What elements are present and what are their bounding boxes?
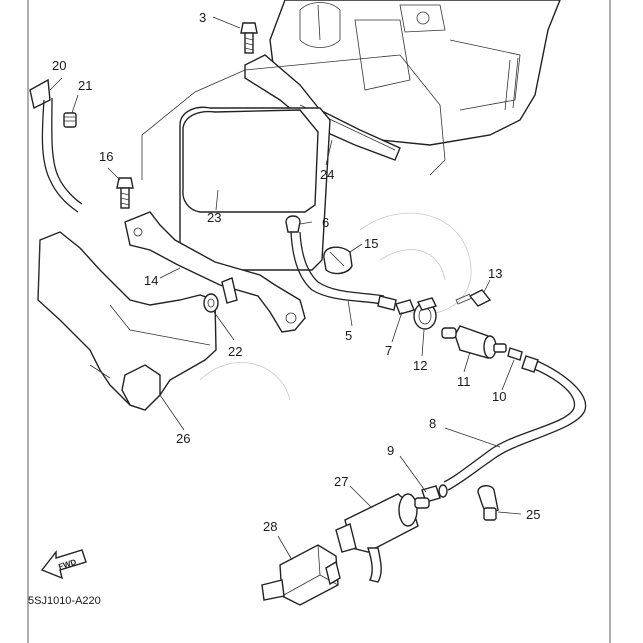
- fitting-21-part: [63, 112, 77, 128]
- callout-24: 24: [320, 167, 334, 182]
- tank-pad-part: [178, 106, 331, 271]
- cover-26-part: [37, 231, 217, 411]
- drawing-code: 5SJ1010-A220: [28, 595, 101, 607]
- callout-7: 7: [385, 343, 392, 358]
- clip-10-part: [507, 347, 523, 361]
- breather-hose-20-part: [29, 78, 83, 213]
- callout-6: 6: [322, 215, 329, 230]
- callout-15: 15: [364, 236, 378, 251]
- callout-13: 13: [488, 266, 502, 281]
- callout-25: 25: [526, 507, 540, 522]
- fwd-arrow-icon: FWD: [40, 549, 87, 580]
- callout-20: 20: [52, 58, 66, 73]
- bolt-3-part: [240, 22, 258, 54]
- callout-26: 26: [176, 431, 190, 446]
- callout-14: 14: [144, 273, 158, 288]
- clip-6-part: [285, 215, 301, 233]
- band-12-part: [413, 297, 438, 330]
- clamp-7-part: [395, 299, 415, 315]
- fuel-hose-8-part: [443, 355, 587, 491]
- callout-27: 27: [334, 474, 348, 489]
- unit-28-part: [261, 544, 341, 606]
- callout-12: 12: [413, 358, 427, 373]
- bolt-16-part: [116, 177, 134, 209]
- fuel-hose-5-part: [290, 231, 397, 311]
- callout-8: 8: [429, 416, 436, 431]
- callout-16: 16: [99, 149, 113, 164]
- clip-9-part: [421, 484, 448, 503]
- fuel-tank-part: [269, 0, 561, 146]
- callout-5: 5: [345, 328, 352, 343]
- callout-23: 23: [207, 210, 221, 225]
- fuel-pump-27-part: [335, 493, 430, 583]
- callout-9: 9: [387, 443, 394, 458]
- fuel-filter-11-part: [441, 325, 507, 359]
- hose-holder-15-part: [323, 246, 353, 275]
- callout-21: 21: [78, 78, 92, 93]
- leader-lines: [49, 16, 522, 561]
- callout-22: 22: [228, 344, 242, 359]
- callout-28: 28: [263, 519, 277, 534]
- bolt-13-part: [455, 289, 492, 307]
- callout-11: 11: [457, 374, 471, 389]
- callout-3: 3: [199, 10, 206, 25]
- callout-10: 10: [492, 389, 506, 404]
- grommet-22-part: [203, 293, 219, 313]
- bracket-14-part: [124, 211, 306, 333]
- clamp-25-part: [477, 485, 499, 521]
